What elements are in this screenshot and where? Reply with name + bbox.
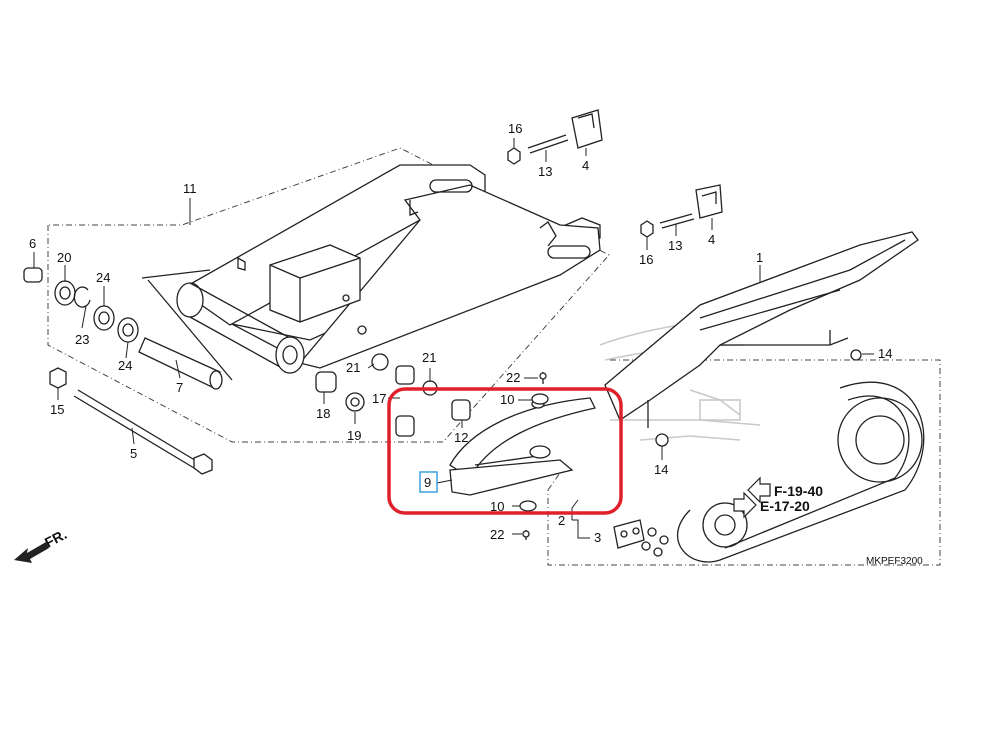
callout-24: 24 — [96, 270, 110, 285]
master-link-drawing — [613, 519, 669, 557]
callout-21b: 21 — [422, 350, 436, 365]
chain-adjusters — [507, 109, 723, 238]
callout-13b: 13 — [668, 238, 682, 253]
diagram-code: MKPEF3200 — [866, 556, 923, 567]
callout-24b: 24 — [118, 358, 132, 373]
callout-3: 3 — [594, 530, 601, 545]
callout-4b: 4 — [708, 232, 715, 247]
callout-2: 2 — [558, 513, 565, 528]
callout-20: 20 — [57, 250, 71, 265]
callout-11: 11 — [183, 181, 197, 196]
chain-slider-drawing — [449, 397, 596, 496]
callout-6: 6 — [29, 236, 36, 251]
callout-19: 19 — [347, 428, 361, 443]
callout-7: 7 — [176, 380, 183, 395]
callout-12: 12 — [454, 430, 468, 445]
drive-chain-drawing — [676, 381, 925, 563]
leader-lines — [33, 138, 874, 539]
callout-4a: 4 — [582, 158, 589, 173]
callout-18: 18 — [316, 406, 330, 421]
callout-16a: 16 — [508, 121, 522, 136]
callout-17: 17 — [372, 391, 386, 406]
part-9-label-box[interactable] — [419, 471, 438, 493]
ref-e-17-20-label: E-17-20 — [760, 498, 810, 514]
callout-21a: 21 — [346, 360, 360, 375]
chain-case-drawing — [604, 231, 919, 447]
callout-1: 1 — [756, 250, 763, 265]
front-direction-marker: FR. — [14, 526, 69, 563]
callout-10a: 10 — [500, 392, 514, 407]
swingarm-assembly-frame — [47, 147, 610, 443]
reference-e-17-20[interactable]: E-17-20 — [733, 491, 810, 519]
callout-labels: 11 6 20 24 23 24 7 15 5 21 18 19 21 17 1… — [29, 121, 892, 545]
callout-15: 15 — [50, 402, 64, 417]
callout-22a: 22 — [506, 370, 520, 385]
chain-assembly-frame — [547, 359, 941, 566]
callout-9: 9 — [424, 475, 431, 490]
callout-16b: 16 — [639, 252, 653, 267]
callout-5: 5 — [130, 446, 137, 461]
highlight-frame — [387, 387, 623, 515]
callout-23: 23 — [75, 332, 89, 347]
chain-frame-link — [547, 469, 563, 491]
callout-10b: 10 — [490, 499, 504, 514]
ref-f-19-40-label: F-19-40 — [774, 483, 823, 499]
callout-14b: 14 — [654, 462, 668, 477]
swingarm-drawing — [141, 164, 601, 381]
front-arrow-icon — [14, 542, 49, 563]
callout-14a: 14 — [878, 346, 892, 361]
reference-f-19-40[interactable]: F-19-40 — [747, 476, 823, 504]
callout-13a: 13 — [538, 164, 552, 179]
callout-22b: 22 — [490, 527, 504, 542]
